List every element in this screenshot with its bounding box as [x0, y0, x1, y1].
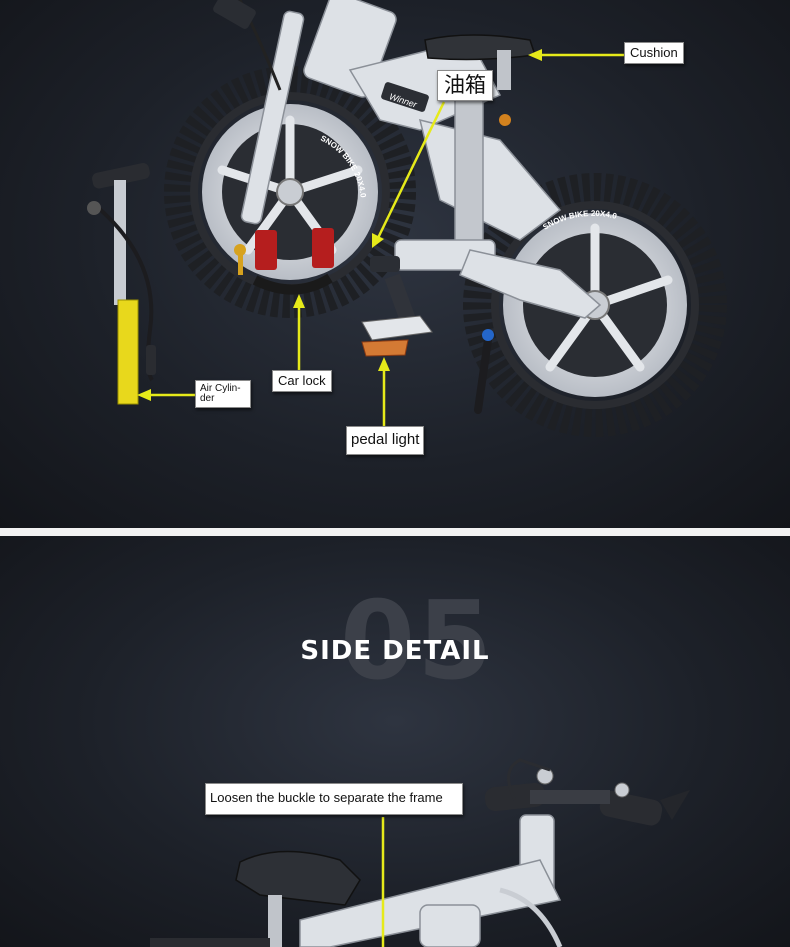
callout-pedal-light: pedal light	[346, 426, 425, 455]
callout-car-lock: Car lock	[272, 370, 332, 393]
air-pump	[87, 163, 156, 405]
section-title: SIDE DETAIL	[300, 636, 490, 666]
car-lock	[234, 228, 334, 295]
section-divider	[0, 528, 790, 536]
top-panel: SNOW BIKE 20X4.0 SNOW BIKE 20X4.0	[0, 0, 790, 528]
callout-air-cylinder: Air Cylin-der	[195, 380, 251, 408]
seat-cushion	[424, 34, 537, 126]
side-seat	[150, 850, 361, 947]
leader-lines	[137, 49, 624, 426]
bike-illustration-top: SNOW BIKE 20X4.0 SNOW BIKE 20X4.0	[87, 0, 699, 426]
handlebar	[484, 758, 690, 826]
frame-badge-plate	[381, 82, 429, 112]
callout-fuel-tank: 油箱	[437, 70, 493, 102]
front-wheel: SNOW BIKE 20X4.0	[164, 66, 416, 318]
side-frame	[299, 814, 562, 947]
callout-buckle: Loosen the buckle to separate the frame	[205, 783, 463, 816]
bottom-panel	[0, 536, 790, 947]
bike-illustration-side	[150, 758, 690, 947]
callout-cushion: Cushion	[624, 42, 684, 65]
bike-frame	[240, 0, 602, 319]
kickstand	[474, 336, 492, 414]
pedal	[361, 256, 433, 357]
